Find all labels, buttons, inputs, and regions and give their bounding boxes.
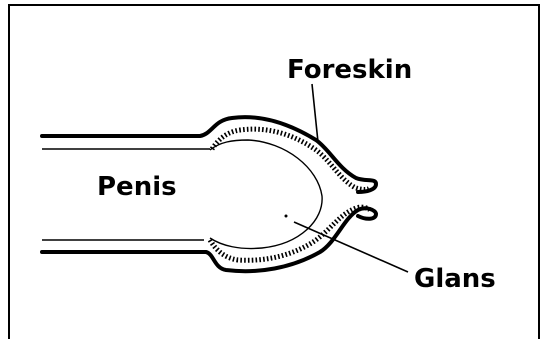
foreskin-pointer: [312, 84, 318, 142]
shaft-outline-upper: [42, 117, 376, 192]
foreskin-inner-layer: [212, 129, 370, 189]
glans-dot: [285, 215, 288, 218]
glans-pointer: [294, 222, 408, 272]
foreskin-label: Foreskin: [287, 55, 412, 85]
foreskin-inner-layer-lower: [210, 207, 370, 260]
glans-outline: [210, 140, 322, 249]
penis-label: Penis: [97, 172, 177, 202]
glans-label: Glans: [414, 264, 496, 294]
